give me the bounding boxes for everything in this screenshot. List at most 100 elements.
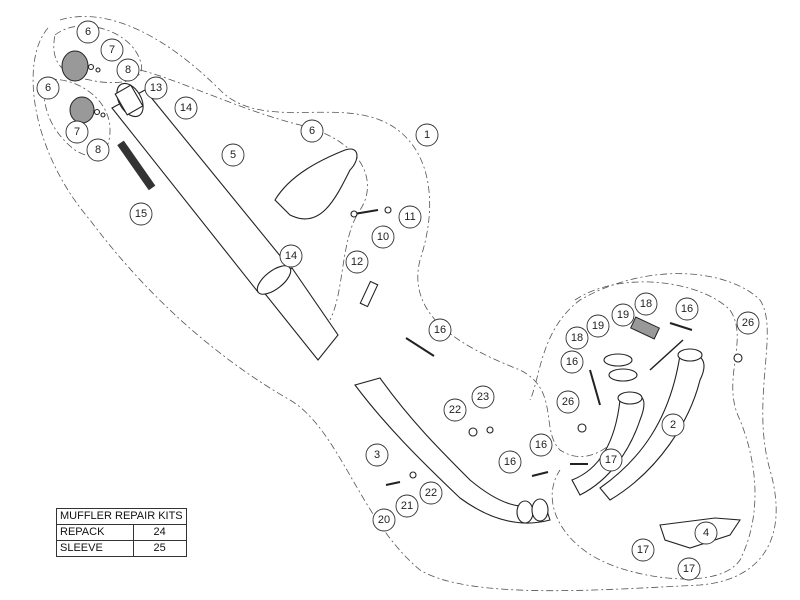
callout-circle: [116, 58, 140, 82]
callout-6: 6: [300, 119, 324, 143]
callout-circle: [395, 494, 419, 518]
callout-circle: [471, 385, 495, 409]
table-row: SLEEVE 25: [56, 540, 187, 557]
callout-17: 17: [677, 557, 701, 581]
callout-circle: [661, 413, 685, 437]
callout-number: 13: [150, 82, 162, 94]
callout-number: 16: [566, 356, 578, 368]
gasket: [630, 316, 660, 340]
callout-number: 1: [424, 129, 430, 141]
callout-number: 11: [404, 211, 415, 223]
callout-circle: [144, 76, 168, 100]
callout-circle: [372, 508, 396, 532]
callout-number: 26: [742, 317, 754, 329]
callout-circle: [36, 76, 60, 100]
callout-circle: [611, 303, 635, 327]
callout-number: 10: [377, 231, 389, 243]
callout-circle: [65, 120, 89, 144]
callout-number: 16: [434, 324, 446, 336]
callout-circle: [365, 443, 389, 467]
callout-circle: [498, 450, 522, 474]
callout-circle: [556, 390, 580, 414]
muffler: [111, 82, 339, 361]
callout-number: 7: [74, 126, 80, 138]
callout-number: 22: [449, 404, 461, 416]
callout-circle: [694, 521, 718, 545]
callout-number: 8: [125, 64, 131, 76]
spring: [669, 322, 693, 331]
callout-circle: [86, 138, 110, 162]
callout-circle: [586, 314, 610, 338]
group-outline-main: [32, 27, 777, 592]
callout-2: 2: [661, 413, 685, 437]
group-outline-caps-2: [43, 78, 111, 157]
callout-22: 22: [443, 398, 467, 422]
end-cap-lower: [69, 96, 106, 124]
callout-26: 26: [556, 390, 580, 414]
gasket: [603, 353, 633, 367]
callout-circle: [428, 318, 452, 342]
callout-6: 6: [76, 20, 100, 44]
callout-number: 22: [425, 487, 437, 499]
callout-circle: [300, 119, 324, 143]
callout-16: 16: [498, 450, 522, 474]
repair-kits-title: MUFFLER REPAIR KITS: [56, 508, 187, 525]
kit-part-number: 24: [132, 524, 187, 541]
callout-number: 4: [703, 527, 709, 539]
callout-number: 7: [109, 44, 115, 56]
callout-circle: [76, 20, 100, 44]
callout-number: 23: [477, 391, 489, 403]
callout-circle: [279, 244, 303, 268]
callout-circle: [736, 311, 760, 335]
callout-18: 18: [565, 326, 589, 350]
callout-circle: [529, 433, 553, 457]
muffler-bracket: [274, 148, 358, 220]
callout-13: 13: [144, 76, 168, 100]
callout-number: 15: [135, 208, 147, 220]
callout-circle: [599, 448, 623, 472]
kit-part-number: 25: [132, 540, 187, 557]
callout-6: 6: [36, 76, 60, 100]
callout-1: 1: [415, 123, 439, 147]
clamp: [359, 280, 379, 308]
gasket: [608, 368, 638, 382]
callout-7: 7: [65, 120, 89, 144]
bolt: [385, 481, 401, 486]
callout-16: 16: [428, 318, 452, 342]
callout-number: 12: [351, 256, 363, 268]
callout-circle: [677, 557, 701, 581]
end-cap-upper: [61, 50, 101, 82]
muffler-logo-plate: [117, 140, 156, 191]
callout-number: 14: [285, 250, 297, 262]
callout-number: 17: [605, 454, 617, 466]
callout-19: 19: [586, 314, 610, 338]
callout-number: 16: [535, 439, 547, 451]
callout-number: 16: [681, 303, 693, 315]
callout-number: 5: [230, 149, 236, 161]
nut: [577, 423, 587, 433]
callout-26: 26: [736, 311, 760, 335]
callout-circle: [560, 350, 584, 374]
callout-number: 2: [670, 419, 676, 431]
callout-10: 10: [371, 225, 395, 249]
callout-14: 14: [174, 96, 198, 120]
callout-22: 22: [419, 481, 443, 505]
spring: [531, 471, 549, 477]
callout-20: 20: [372, 508, 396, 532]
callout-5: 5: [221, 143, 245, 167]
nut: [409, 471, 417, 479]
callout-number: 16: [504, 456, 516, 468]
callout-18: 18: [634, 292, 658, 316]
callout-number: 14: [180, 102, 192, 114]
table-row: REPACK 24: [56, 524, 187, 541]
callout-14: 14: [279, 244, 303, 268]
callout-16: 16: [529, 433, 553, 457]
callout-21: 21: [395, 494, 419, 518]
callout-number: 19: [617, 309, 629, 321]
kit-name: REPACK: [56, 524, 134, 541]
callout-number: 17: [683, 563, 695, 575]
nut: [733, 353, 743, 363]
callout-17: 17: [599, 448, 623, 472]
spring: [589, 369, 601, 406]
